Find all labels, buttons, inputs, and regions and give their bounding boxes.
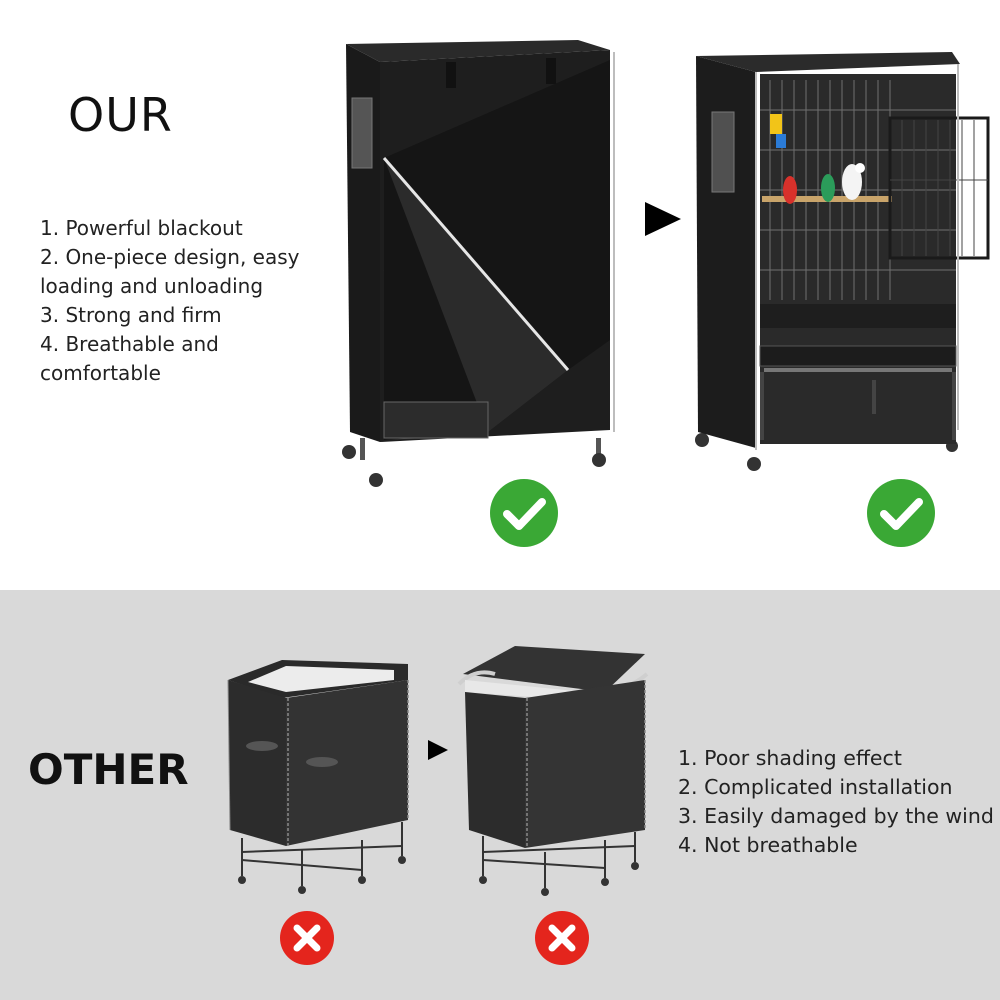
other-feature-item: 1. Poor shading effect	[678, 746, 902, 770]
our-cover-closed-image	[338, 40, 620, 490]
checkmark-icon	[489, 478, 559, 548]
other-cover-image-1	[222, 650, 412, 900]
our-feature-list: 1. Powerful blackout 2. One-piece design…	[40, 214, 320, 388]
cross-icon	[534, 910, 590, 966]
our-cover-open-image	[690, 50, 995, 475]
our-feature-item: 3. Strong and firm	[40, 303, 222, 327]
our-title: OUR	[68, 88, 173, 142]
other-feature-list: 1. Poor shading effect 2. Complicated in…	[678, 744, 998, 860]
other-title: OTHER	[28, 745, 189, 794]
other-feature-item: 2. Complicated installation	[678, 775, 953, 799]
other-feature-item: 4. Not breathable	[678, 833, 858, 857]
our-feature-item: 4. Breathable and comfortable	[40, 332, 219, 385]
our-feature-item: 1. Powerful blackout	[40, 216, 243, 240]
arrow-right-icon	[645, 202, 681, 236]
other-feature-item: 3. Easily damaged by the wind	[678, 804, 994, 828]
other-cover-image-2	[455, 640, 655, 900]
our-feature-item: 2. One-piece design, easy loading and un…	[40, 245, 300, 298]
checkmark-icon	[866, 478, 936, 548]
cross-icon	[279, 910, 335, 966]
arrow-right-icon	[428, 740, 448, 760]
